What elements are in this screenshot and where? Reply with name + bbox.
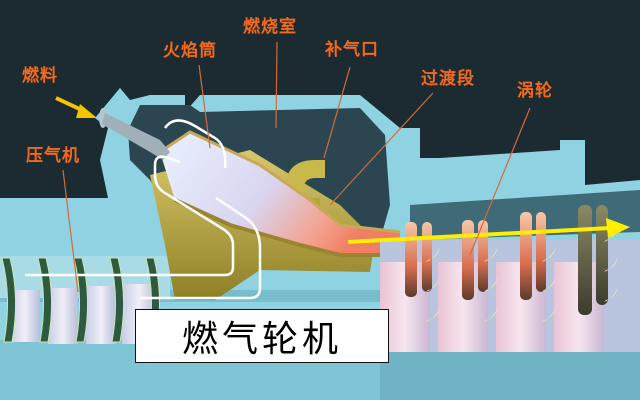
leader-lines xyxy=(62,41,531,293)
label-fuel: 燃料 xyxy=(22,66,58,86)
label-combustion-chamber: 燃烧室 xyxy=(243,17,297,37)
label-transition-piece: 过渡段 xyxy=(421,69,475,89)
gas-flow-arrow xyxy=(347,218,630,244)
airflow-lines xyxy=(25,119,262,300)
fuel-nozzle xyxy=(99,108,170,160)
label-air-inlet: 补气口 xyxy=(325,40,379,60)
fuel-arrow xyxy=(55,96,97,118)
label-turbine: 涡轮 xyxy=(517,81,553,101)
diagram-title: 燃气轮机 xyxy=(181,319,342,360)
flame-tube xyxy=(159,130,401,257)
label-flame-tube: 火焰筒 xyxy=(163,41,217,61)
compressor-section xyxy=(0,256,170,344)
label-compressor: 压气机 xyxy=(26,146,80,166)
caption-box: 燃气轮机 xyxy=(135,309,389,363)
